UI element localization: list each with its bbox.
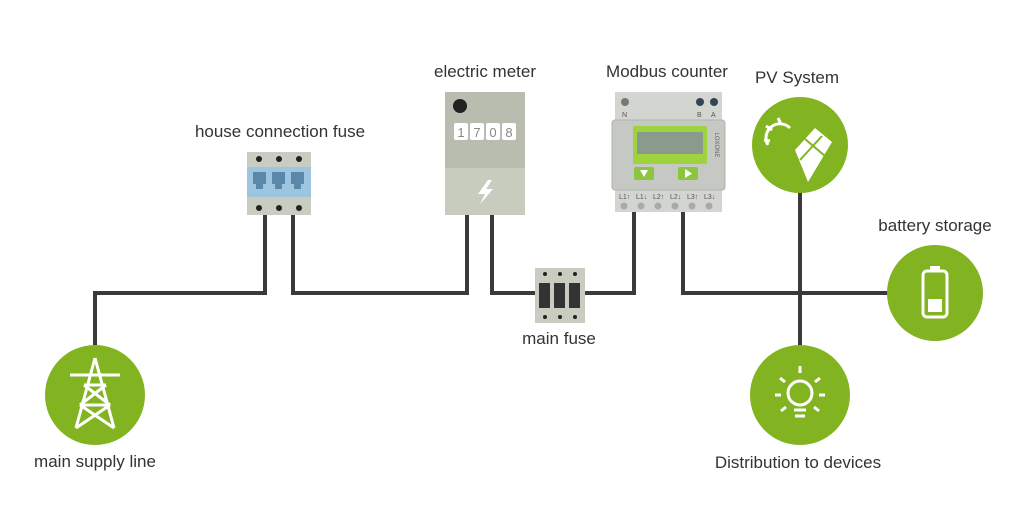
label-electric-meter: electric meter <box>433 62 537 81</box>
light-bulb-icon <box>775 366 825 418</box>
meter-digit: 1 <box>457 125 464 140</box>
house-connection-fuse <box>247 152 311 215</box>
meter-digit: 7 <box>473 125 480 140</box>
terminal-label: L3↓ <box>704 194 715 201</box>
battery-storage-node <box>887 245 983 341</box>
terminal-label: L3↑ <box>687 194 698 201</box>
label-distribution: Distribution to devices <box>714 453 882 472</box>
label-main-supply-line: main supply line <box>34 452 156 471</box>
terminal-label: L1↓ <box>636 194 647 201</box>
label-modbus-counter: Modbus counter <box>606 62 728 81</box>
terminal-label: A <box>711 112 716 119</box>
terminal-label: B <box>697 112 702 119</box>
power-tower-icon <box>70 357 120 430</box>
wire-main-fuse-to-modbus <box>584 210 636 295</box>
terminal-label: L1↑ <box>619 194 630 201</box>
label-main-fuse: main fuse <box>522 329 596 348</box>
terminal-label: L2↓ <box>670 194 681 201</box>
lightning-icon <box>478 180 493 204</box>
electric-meter: 1 7 0 8 <box>445 92 525 215</box>
main-fuse <box>535 268 585 323</box>
wire-modbus-to-battery <box>681 210 890 295</box>
label-pv-system: PV System <box>754 68 840 87</box>
terminal-label: N <box>622 112 627 119</box>
solar-panel-icon <box>763 117 832 182</box>
wire-house-fuse-to-meter <box>291 214 469 295</box>
label-battery-storage: battery storage <box>878 216 992 235</box>
meter-digit: 0 <box>489 125 496 140</box>
pv-system-node <box>752 97 848 193</box>
distribution-node <box>750 345 850 445</box>
modbus-counter: LOXONE N B A L1↑ L1↓ L2↑ L2↓ L3↑ L3↓ <box>611 92 726 212</box>
meter-digit: 8 <box>505 125 512 140</box>
wire-supply-to-house-fuse <box>93 214 267 345</box>
wire-meter-to-main-fuse <box>490 214 535 295</box>
modbus-brand: LOXONE <box>713 132 719 157</box>
wires <box>93 190 890 348</box>
label-house-connection-fuse: house connection fuse <box>194 122 366 141</box>
main-supply-node <box>45 345 145 445</box>
battery-icon <box>921 266 949 319</box>
terminal-label: L2↑ <box>653 194 664 201</box>
